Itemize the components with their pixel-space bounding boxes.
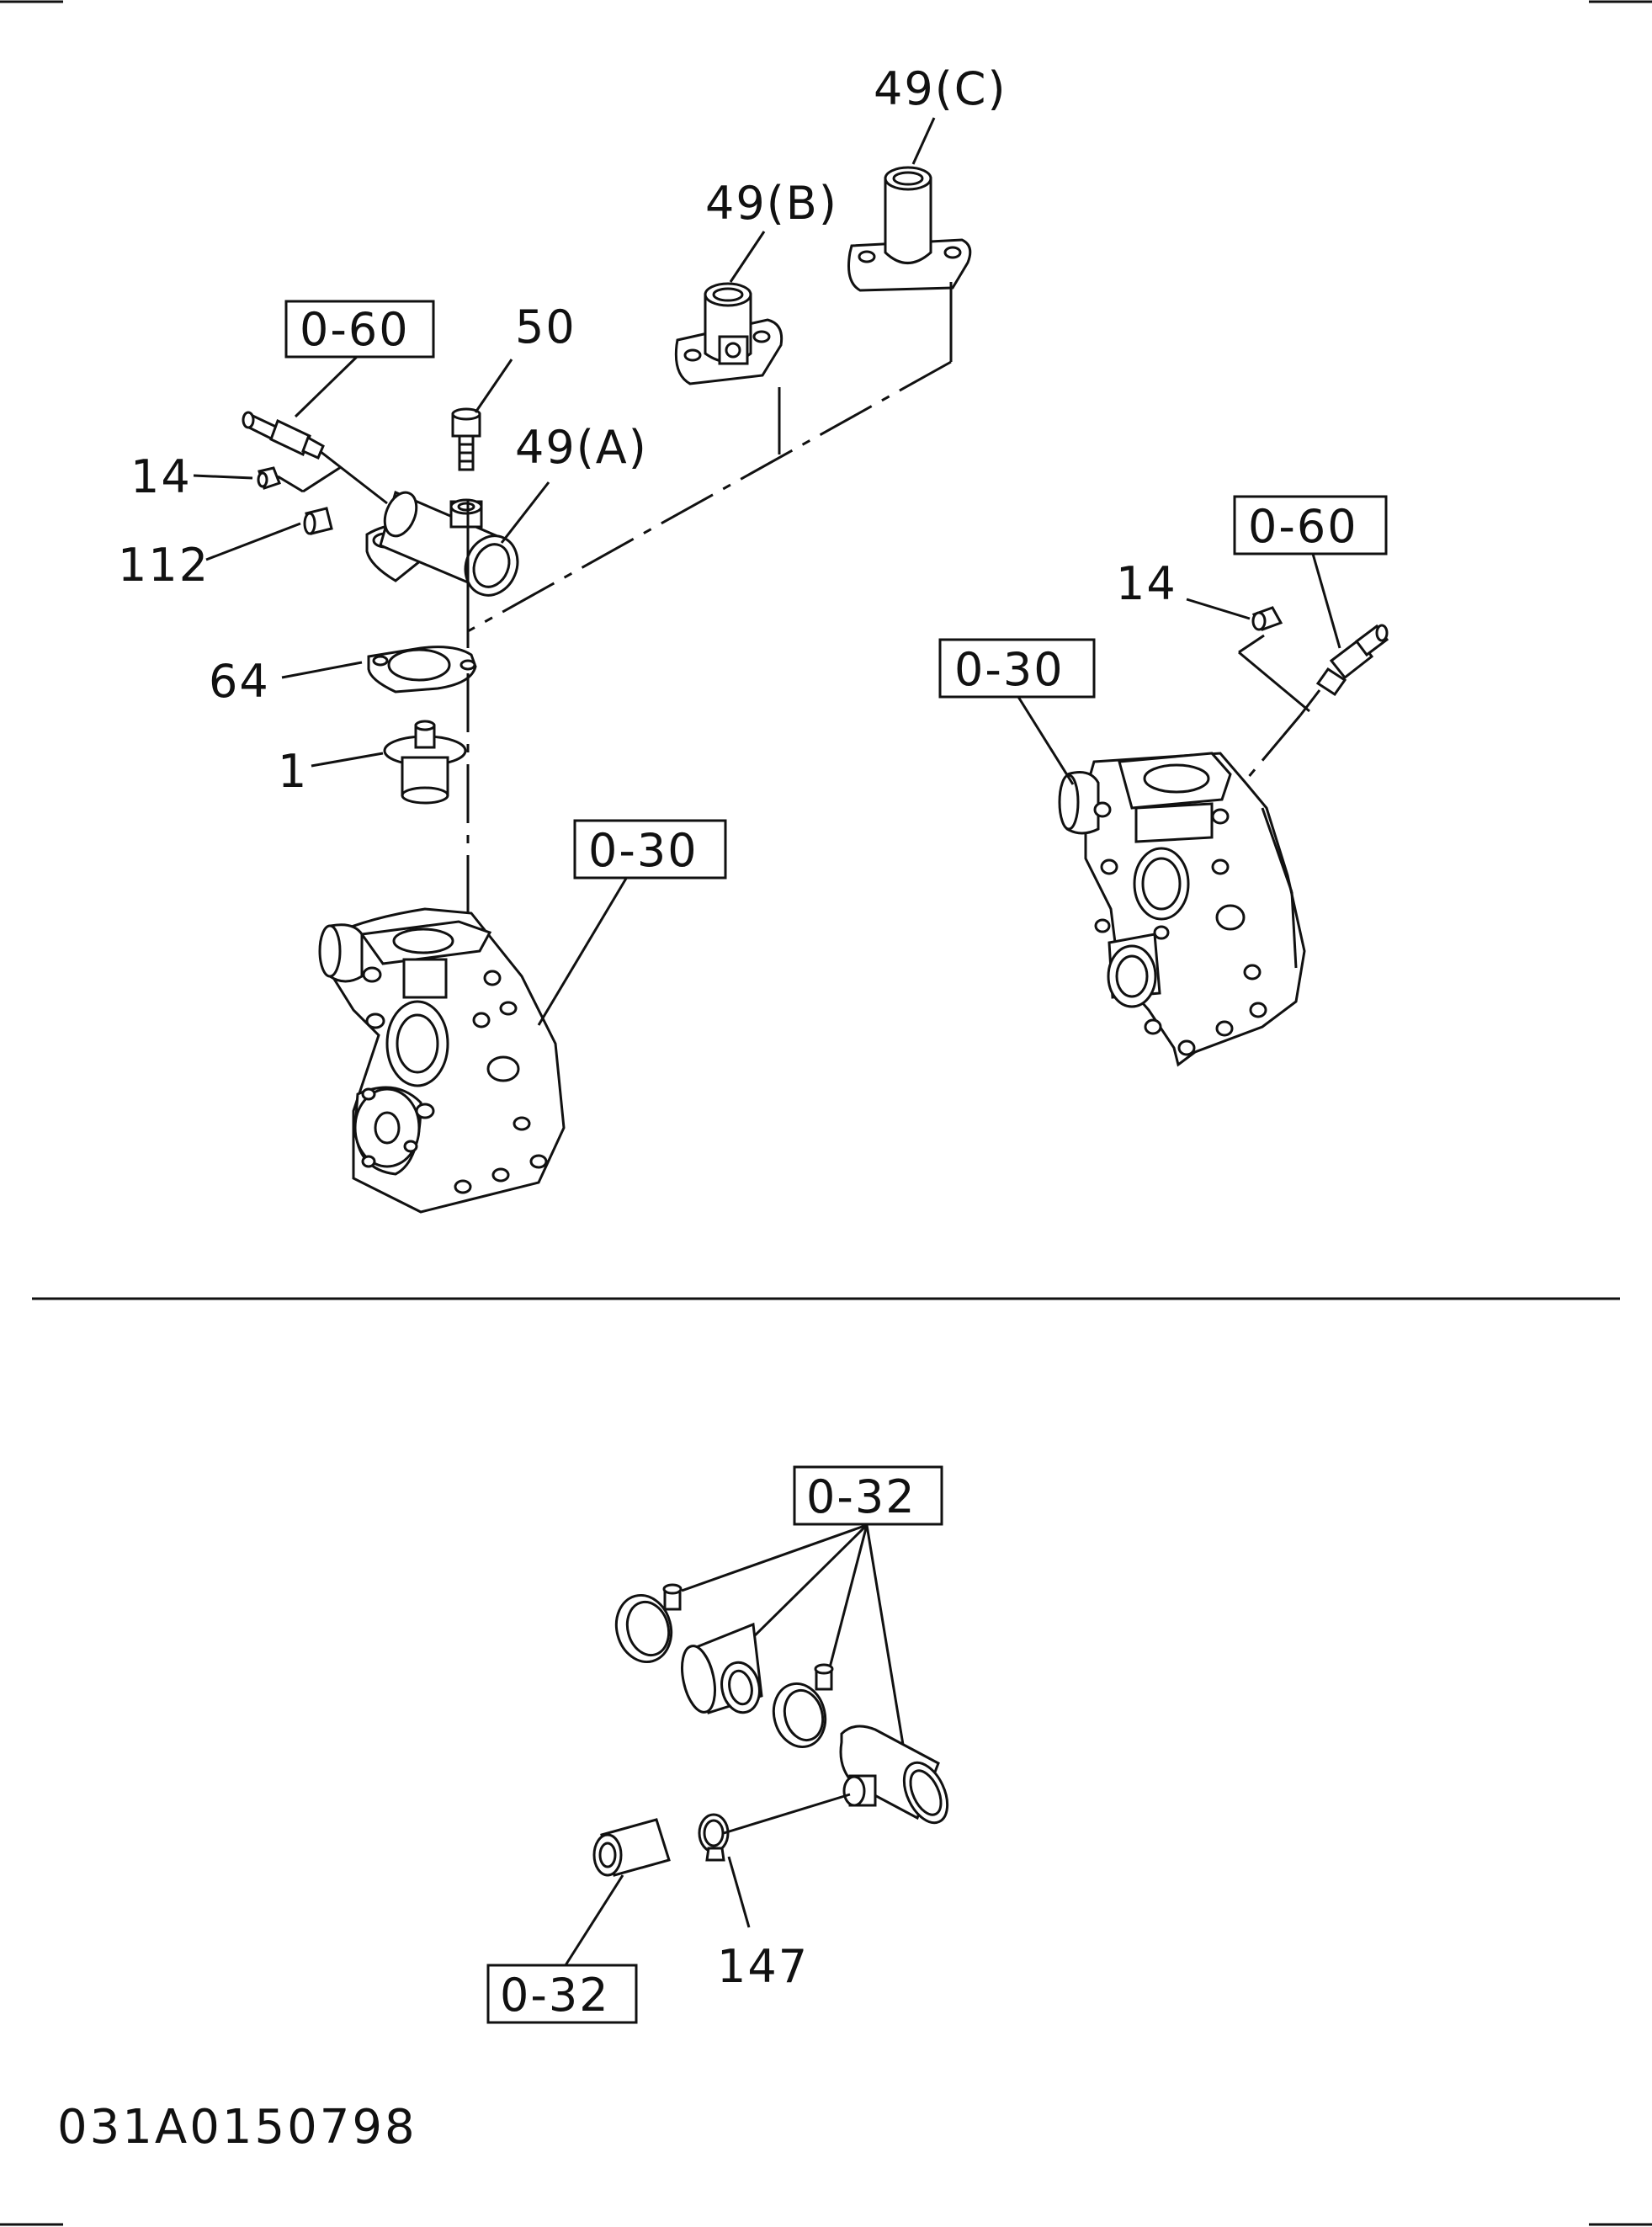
callout-50: 50 bbox=[515, 300, 576, 353]
callout-112: 112 bbox=[118, 539, 210, 592]
plug-112-part bbox=[303, 507, 333, 535]
ref-box-032-a: 0-32 bbox=[806, 1470, 916, 1523]
water-pump-right-part bbox=[1058, 752, 1306, 1067]
ref-box-030-b: 0-30 bbox=[954, 643, 1065, 696]
ref-box-032-b: 0-32 bbox=[500, 1969, 610, 2022]
plug-14b-part bbox=[1251, 606, 1283, 631]
callout-14a: 14 bbox=[130, 450, 192, 503]
bolt-50-part bbox=[451, 407, 481, 471]
ref-box-060-a: 0-60 bbox=[300, 303, 410, 356]
gasket-64-part bbox=[367, 646, 477, 694]
callout-147: 147 bbox=[717, 1940, 809, 1993]
callout-49c: 49(C) bbox=[874, 62, 1007, 115]
hose-clamp-147-part bbox=[698, 1813, 730, 1862]
drawing-code: 031A0150798 bbox=[57, 2100, 417, 2155]
t-pipe-part bbox=[839, 1725, 949, 1825]
thermostat-1-part bbox=[383, 720, 467, 805]
callout-14b: 14 bbox=[1116, 557, 1177, 610]
outlet-49c-part bbox=[847, 166, 972, 292]
hose-part-small bbox=[592, 1818, 671, 1877]
hose-clamp-part-2 bbox=[772, 1663, 834, 1749]
hose-part bbox=[681, 1622, 763, 1714]
ref-box-060-b: 0-60 bbox=[1248, 500, 1358, 553]
sensor-part-a bbox=[242, 411, 388, 505]
plug-14a-part bbox=[257, 466, 281, 490]
callout-64: 64 bbox=[209, 655, 270, 708]
callout-49b: 49(B) bbox=[705, 177, 838, 230]
callout-49a: 49(A) bbox=[515, 421, 648, 474]
sensor-part-b bbox=[1299, 624, 1389, 716]
ref-box-030-a: 0-30 bbox=[588, 824, 699, 877]
housing-49a-part bbox=[365, 490, 519, 597]
hose-clamp-part-1 bbox=[614, 1583, 683, 1664]
water-pump-left-part bbox=[318, 907, 566, 1214]
callout-1: 1 bbox=[278, 745, 308, 798]
outlet-49b-part bbox=[674, 282, 784, 385]
